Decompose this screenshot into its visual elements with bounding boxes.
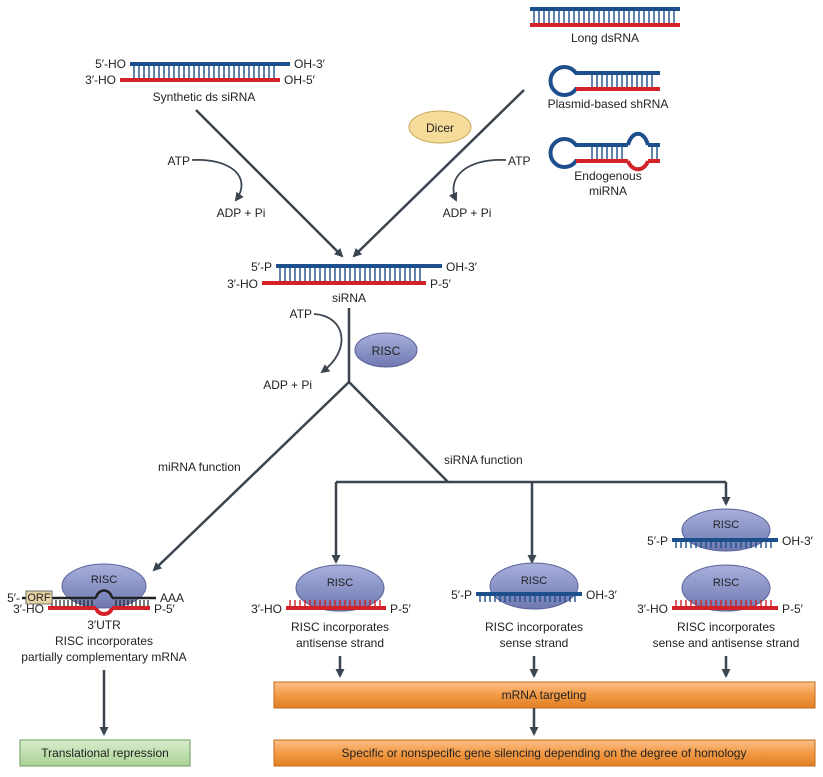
aaa-label: AAA <box>160 591 184 605</box>
mrna-targeting-box <box>273 681 816 709</box>
both-antisense-strand <box>672 600 778 610</box>
mirna-mrna-duplex <box>22 589 156 616</box>
synthetic-to-sirna-arrow <box>195 109 344 258</box>
mirna-five-prime-label: 5′- <box>7 591 20 605</box>
mrna-targeting-label: mRNA targeting <box>502 688 587 702</box>
sirna-top-3-label: OH-3′ <box>446 260 478 274</box>
sirna-bottom-5-label: P-5′ <box>430 277 452 291</box>
sense-strand <box>476 592 582 602</box>
synthetic-bottom-3-label: 3′-HO <box>85 73 116 87</box>
adp-center-label: ADP + Pi <box>263 378 312 392</box>
sirna-branch-line <box>348 381 449 483</box>
dicer-enzyme <box>408 110 472 144</box>
gene-silencing-label: Specific or nonspecific gene silencing d… <box>342 746 747 760</box>
both-sense-3-label: OH-3′ <box>782 534 814 548</box>
both-antisense-3-label: 3′-HO <box>637 602 668 616</box>
long-dsrna-duplex <box>530 7 680 27</box>
mirna-caption-line2: miRNA <box>589 184 627 198</box>
atp-right-arc <box>449 159 507 202</box>
mirna-bottom-3-label: 3′-HO <box>13 602 44 616</box>
translational-repression-label: Translational repression <box>41 746 169 760</box>
sense-desc-line1: RISC incorporates <box>485 620 583 634</box>
endogenous-mirna-hairpin <box>548 131 660 172</box>
sirna-caption: siRNA <box>332 291 366 305</box>
risc-both-sense-label: RISC <box>713 519 739 531</box>
utr-label: 3′UTR <box>87 618 121 632</box>
gene-silencing-box <box>273 739 816 767</box>
risc-sense <box>489 562 579 610</box>
atp-right-label: ATP <box>508 154 530 168</box>
synthetic-bottom-5-label: OH-5′ <box>284 73 316 87</box>
atp-left-arc <box>191 159 244 202</box>
antisense-desc-line2: antisense strand <box>296 636 384 650</box>
orf-box <box>25 590 53 605</box>
both-sense-strand <box>672 538 778 548</box>
orf-label: ORF <box>27 592 51 604</box>
synthetic-sirna-caption: Synthetic ds siRNA <box>153 90 256 104</box>
risc-both-antisense-label: RISC <box>713 577 739 589</box>
mirna-desc-line2: partially complementary mRNA <box>21 650 186 664</box>
risc-center-label: RISC <box>372 344 401 358</box>
mirna-branch-arrow <box>152 381 350 572</box>
mirna-desc-line1: RISC incorporates <box>55 634 153 648</box>
synthetic-sirna-duplex <box>120 62 290 82</box>
sirna-function-label: siRNA function <box>444 453 523 467</box>
antisense-desc-line1: RISC incorporates <box>291 620 389 634</box>
risc-mirna-label: RISC <box>91 574 117 586</box>
risc-sense-label: RISC <box>521 575 547 587</box>
mirna-caption-line1: Endogenous <box>574 169 641 183</box>
sense-desc-line2: sense strand <box>500 636 569 650</box>
mirna-bottom-5-label: P-5′ <box>154 602 176 616</box>
dicer-label: Dicer <box>426 121 454 135</box>
risc-antisense <box>295 564 385 612</box>
both-desc-line2: sense and antisense strand <box>653 636 800 650</box>
atp-center-arc <box>313 313 343 374</box>
risc-mirna <box>61 563 147 609</box>
risc-both-antisense <box>681 564 771 612</box>
sense-3-label: OH-3′ <box>586 588 618 602</box>
risc-antisense-label: RISC <box>327 577 353 589</box>
both-antisense-5-label: P-5′ <box>782 602 804 616</box>
synthetic-top-5-label: 5′-HO <box>95 57 126 71</box>
both-desc-line1: RISC incorporates <box>677 620 775 634</box>
atp-center-label: ATP <box>290 307 312 321</box>
antisense-5-label: P-5′ <box>390 602 412 616</box>
synthetic-top-3-label: OH-3′ <box>294 57 326 71</box>
translational-repression-box <box>19 739 191 767</box>
sirna-duplex <box>262 264 442 285</box>
adp-right-label: ADP + Pi <box>443 206 492 220</box>
atp-left-label: ATP <box>168 154 190 168</box>
antisense-strand <box>286 600 386 610</box>
sirna-bottom-3-label: 3′-HO <box>227 277 258 291</box>
adp-left-label: ADP + Pi <box>217 206 266 220</box>
mirna-function-label: miRNA function <box>158 460 241 474</box>
antisense-3-label: 3′-HO <box>251 602 282 616</box>
both-sense-5-label: 5′-P <box>647 534 668 548</box>
shrna-hairpin <box>548 65 660 97</box>
dicer-to-sirna-arrow <box>352 89 525 258</box>
shrna-caption: Plasmid-based shRNA <box>548 97 669 111</box>
sirna-top-5-label: 5′-P <box>251 260 272 274</box>
long-dsrna-caption: Long dsRNA <box>571 31 639 45</box>
risc-enzyme-center <box>354 332 418 368</box>
sense-5-label: 5′-P <box>451 588 472 602</box>
